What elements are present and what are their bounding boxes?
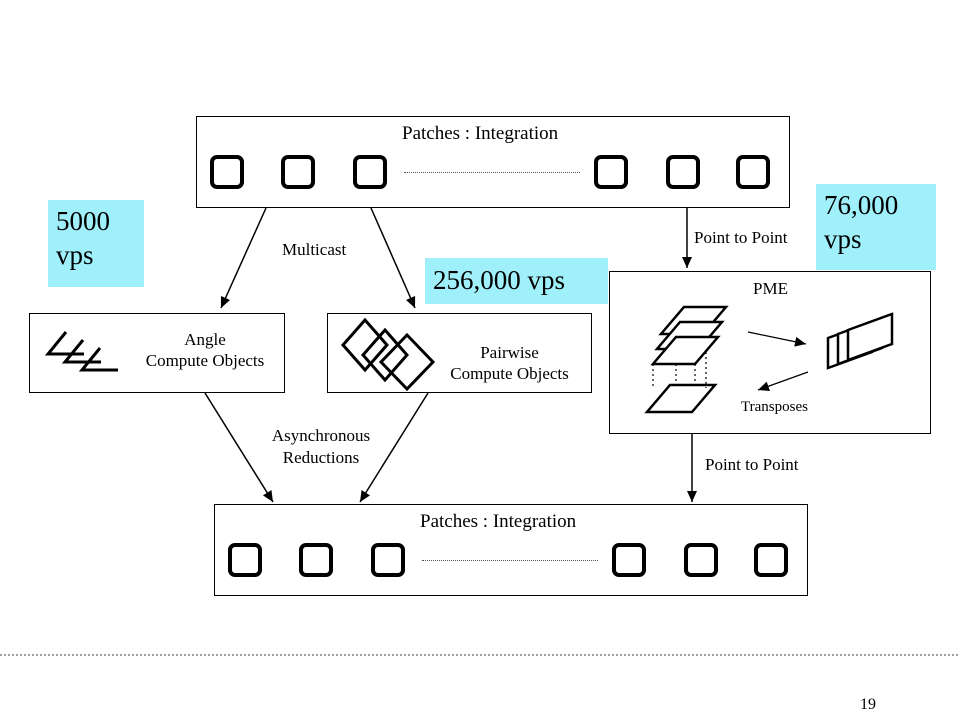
pairwise-compute-box xyxy=(327,313,592,393)
angle-compute-label-line2: Compute Objects xyxy=(145,351,265,370)
transpose-back-arrow xyxy=(757,371,809,391)
arrow-pairwise-to-bottom xyxy=(359,392,429,503)
patch-square-icon xyxy=(612,543,646,577)
patch-square-icon xyxy=(736,155,770,189)
bottom-patches-box: Patches : Integration xyxy=(214,504,808,596)
patch-square-icon xyxy=(754,543,788,577)
top-patches-title: Patches : Integration xyxy=(402,123,559,144)
async-reductions-label-line2: Reductions xyxy=(282,448,360,467)
transpose-forward-arrow xyxy=(747,331,807,347)
patch-square-icon xyxy=(594,155,628,189)
patch-square-icon xyxy=(228,543,262,577)
p2p-bottom-label: Point to Point xyxy=(705,455,799,474)
angle-rate-badge: 5000 vps xyxy=(48,200,144,287)
angle-rate-unit: vps xyxy=(56,240,94,270)
pme-rate-badge: 76,000 vps xyxy=(816,184,936,270)
angle-compute-box xyxy=(29,313,285,393)
pme-dotted-guides xyxy=(652,352,707,388)
bottom-patches-title: Patches : Integration xyxy=(420,511,577,532)
multicast-label: Multicast xyxy=(282,240,347,259)
patch-square-icon xyxy=(684,543,718,577)
page-number: 19 xyxy=(860,696,876,713)
patch-square-icon xyxy=(210,155,244,189)
top-patches-box: Patches : Integration xyxy=(196,116,790,208)
p2p-top-label: Point to Point xyxy=(694,228,788,247)
pme-transposed-stack-icon xyxy=(826,312,894,370)
arrow-top-to-pairwise xyxy=(370,207,416,309)
patch-square-icon xyxy=(666,155,700,189)
patch-square-icon xyxy=(299,543,333,577)
patch-square-icon xyxy=(281,155,315,189)
angle-glyph-icon xyxy=(44,331,118,372)
angle-rate-value: 5000 xyxy=(56,206,110,236)
pme-rate-unit: vps xyxy=(824,224,862,254)
angle-compute-label-line1: Angle xyxy=(184,330,226,349)
arrow-angle-to-bottom xyxy=(204,392,274,503)
pme-transposes-label: Transposes xyxy=(741,399,808,415)
pme-title: PME xyxy=(753,279,788,298)
pairwise-compute-label-line1: Pairwise xyxy=(480,343,539,362)
pairwise-rate-value: 256,000 vps xyxy=(433,265,566,295)
pairwise-compute-label-line2: Compute Objects xyxy=(450,364,569,383)
patch-ellipsis-dots xyxy=(422,560,598,561)
patch-square-icon xyxy=(371,543,405,577)
arrow-top-to-angle xyxy=(220,207,267,309)
patch-square-icon xyxy=(353,155,387,189)
pairwise-rate-badge: 256,000 vps xyxy=(425,258,608,304)
pme-rate-value: 76,000 xyxy=(824,190,899,220)
patch-ellipsis-dots xyxy=(404,172,580,173)
async-reductions-label-line1: Asynchronous xyxy=(271,426,371,445)
pairwise-diamonds-icon xyxy=(341,317,436,392)
pme-box xyxy=(609,271,931,434)
